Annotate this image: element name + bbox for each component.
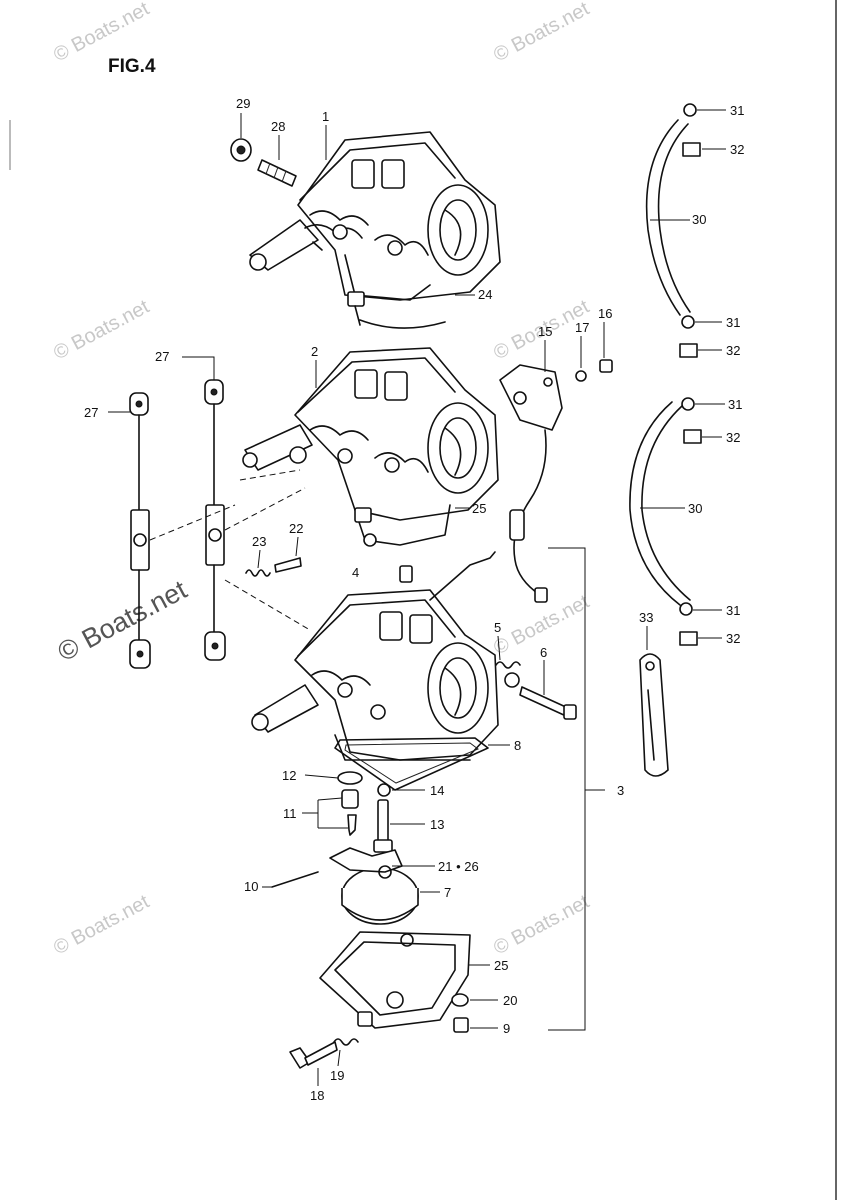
- callout-15: 15: [538, 324, 552, 339]
- part-30-fuel-hose-lower: [629, 401, 691, 606]
- watermark-2: © Boats.net: [490, 0, 593, 66]
- callout-13: 13: [430, 817, 444, 832]
- part-16-screw: [599, 359, 613, 373]
- linkage-guide-2: [224, 487, 306, 531]
- part-5-spring: [495, 661, 521, 688]
- part-22-screw: [274, 557, 302, 573]
- part-29-washer: [230, 138, 252, 162]
- callout-20: 20: [503, 993, 517, 1008]
- callout-29: 29: [236, 96, 250, 111]
- callout-9: 9: [503, 1021, 510, 1036]
- part-3-assembly-bracket: [548, 547, 605, 1031]
- callout-8: 8: [514, 738, 521, 753]
- callout-31-c: 31: [728, 397, 742, 412]
- watermarks: © Boats.net © Boats.net © Boats.net © Bo…: [50, 0, 593, 959]
- part-19-spring: [333, 1038, 359, 1046]
- part-31-clip-lower-top: [681, 397, 695, 411]
- callout-25-upper: 25: [472, 501, 486, 516]
- part-15-sensor: [499, 364, 563, 603]
- callout-18: 18: [310, 1088, 324, 1103]
- callout-24: 24: [478, 287, 492, 302]
- callout-6: 6: [540, 645, 547, 660]
- carburetor-1: [249, 131, 501, 329]
- callout-14: 14: [430, 783, 444, 798]
- leader-lines: [108, 109, 726, 1086]
- callout-32-c: 32: [726, 430, 740, 445]
- callout-30-lower: 30: [688, 501, 702, 516]
- part-32-clamp-lower-top: [683, 429, 702, 444]
- part-32-clamp-upper-bottom: [679, 343, 698, 358]
- part-23-spring: [245, 569, 271, 577]
- linkage-guide-3: [224, 579, 311, 631]
- part-11-needle-valve: [341, 789, 359, 836]
- watermark-6: © Boats.net: [50, 891, 153, 960]
- part-31-clip-lower-bottom: [679, 602, 693, 616]
- part-7-float: [329, 847, 419, 925]
- part-9-screw: [453, 1017, 469, 1033]
- part-32-clamp-lower-bottom: [679, 631, 698, 646]
- part-17-washer: [575, 370, 587, 382]
- callout-30-upper: 30: [692, 212, 706, 227]
- part-4-plug: [399, 565, 413, 583]
- part-8-gasket: [334, 737, 489, 791]
- watermark-3: © Boats.net: [50, 296, 153, 365]
- watermark-7: © Boats.net: [490, 891, 593, 960]
- callout-labels: 29 28 1 24 2 27 27 25 22 23 4 15 17 16 5…: [84, 96, 744, 1103]
- watermark-large: © Boats.net: [53, 574, 192, 667]
- carburetor-2: [239, 347, 499, 547]
- part-27-linkage-rod-right: [204, 379, 226, 661]
- part-25-float-bowl: [319, 931, 471, 1029]
- callout-11: 11: [283, 806, 297, 821]
- callout-28: 28: [271, 119, 285, 134]
- callout-31-b: 31: [726, 315, 740, 330]
- callout-31-a: 31: [730, 103, 744, 118]
- callout-12: 12: [282, 768, 296, 783]
- figure-title: FIG.4: [108, 56, 156, 77]
- part-31-clip-upper-top: [683, 103, 697, 117]
- part-14-washer: [377, 783, 391, 797]
- part-31-clip-upper-bottom: [681, 315, 695, 329]
- part-18-drain-screw: [289, 1041, 338, 1069]
- part-13-jet: [373, 799, 393, 853]
- callout-23: 23: [252, 534, 266, 549]
- part-6-screw: [519, 686, 577, 720]
- callout-21-26: 21 • 26: [438, 859, 479, 874]
- callout-7: 7: [444, 885, 451, 900]
- part-28-screw: [257, 159, 297, 187]
- callout-4: 4: [352, 565, 359, 580]
- linkage-guide-1: [149, 504, 236, 541]
- callout-5: 5: [494, 620, 501, 635]
- part-32-clamp-upper-top: [682, 142, 701, 157]
- callout-32-b: 32: [726, 343, 740, 358]
- callout-33: 33: [639, 610, 653, 625]
- callout-27-right: 27: [155, 349, 169, 364]
- callout-19: 19: [330, 1068, 344, 1083]
- part-27-linkage-rod-left: [129, 392, 151, 669]
- carburetor-3: [251, 551, 499, 761]
- callout-16: 16: [598, 306, 612, 321]
- callout-1: 1: [322, 109, 329, 124]
- part-20-washer: [451, 993, 469, 1007]
- callout-17: 17: [575, 320, 589, 335]
- callout-27-left: 27: [84, 405, 98, 420]
- part-10-pin: [271, 871, 319, 888]
- callout-10: 10: [244, 879, 258, 894]
- part-30-fuel-hose-upper: [645, 119, 691, 316]
- callout-32-a: 32: [730, 142, 744, 157]
- part-12-o-ring: [337, 771, 363, 785]
- callout-2: 2: [311, 344, 318, 359]
- callout-3: 3: [617, 783, 624, 798]
- callout-25-lower: 25: [494, 958, 508, 973]
- callout-31-d: 31: [726, 603, 740, 618]
- part-33-strap: [639, 653, 669, 777]
- callout-32-d: 32: [726, 631, 740, 646]
- callout-22: 22: [289, 521, 303, 536]
